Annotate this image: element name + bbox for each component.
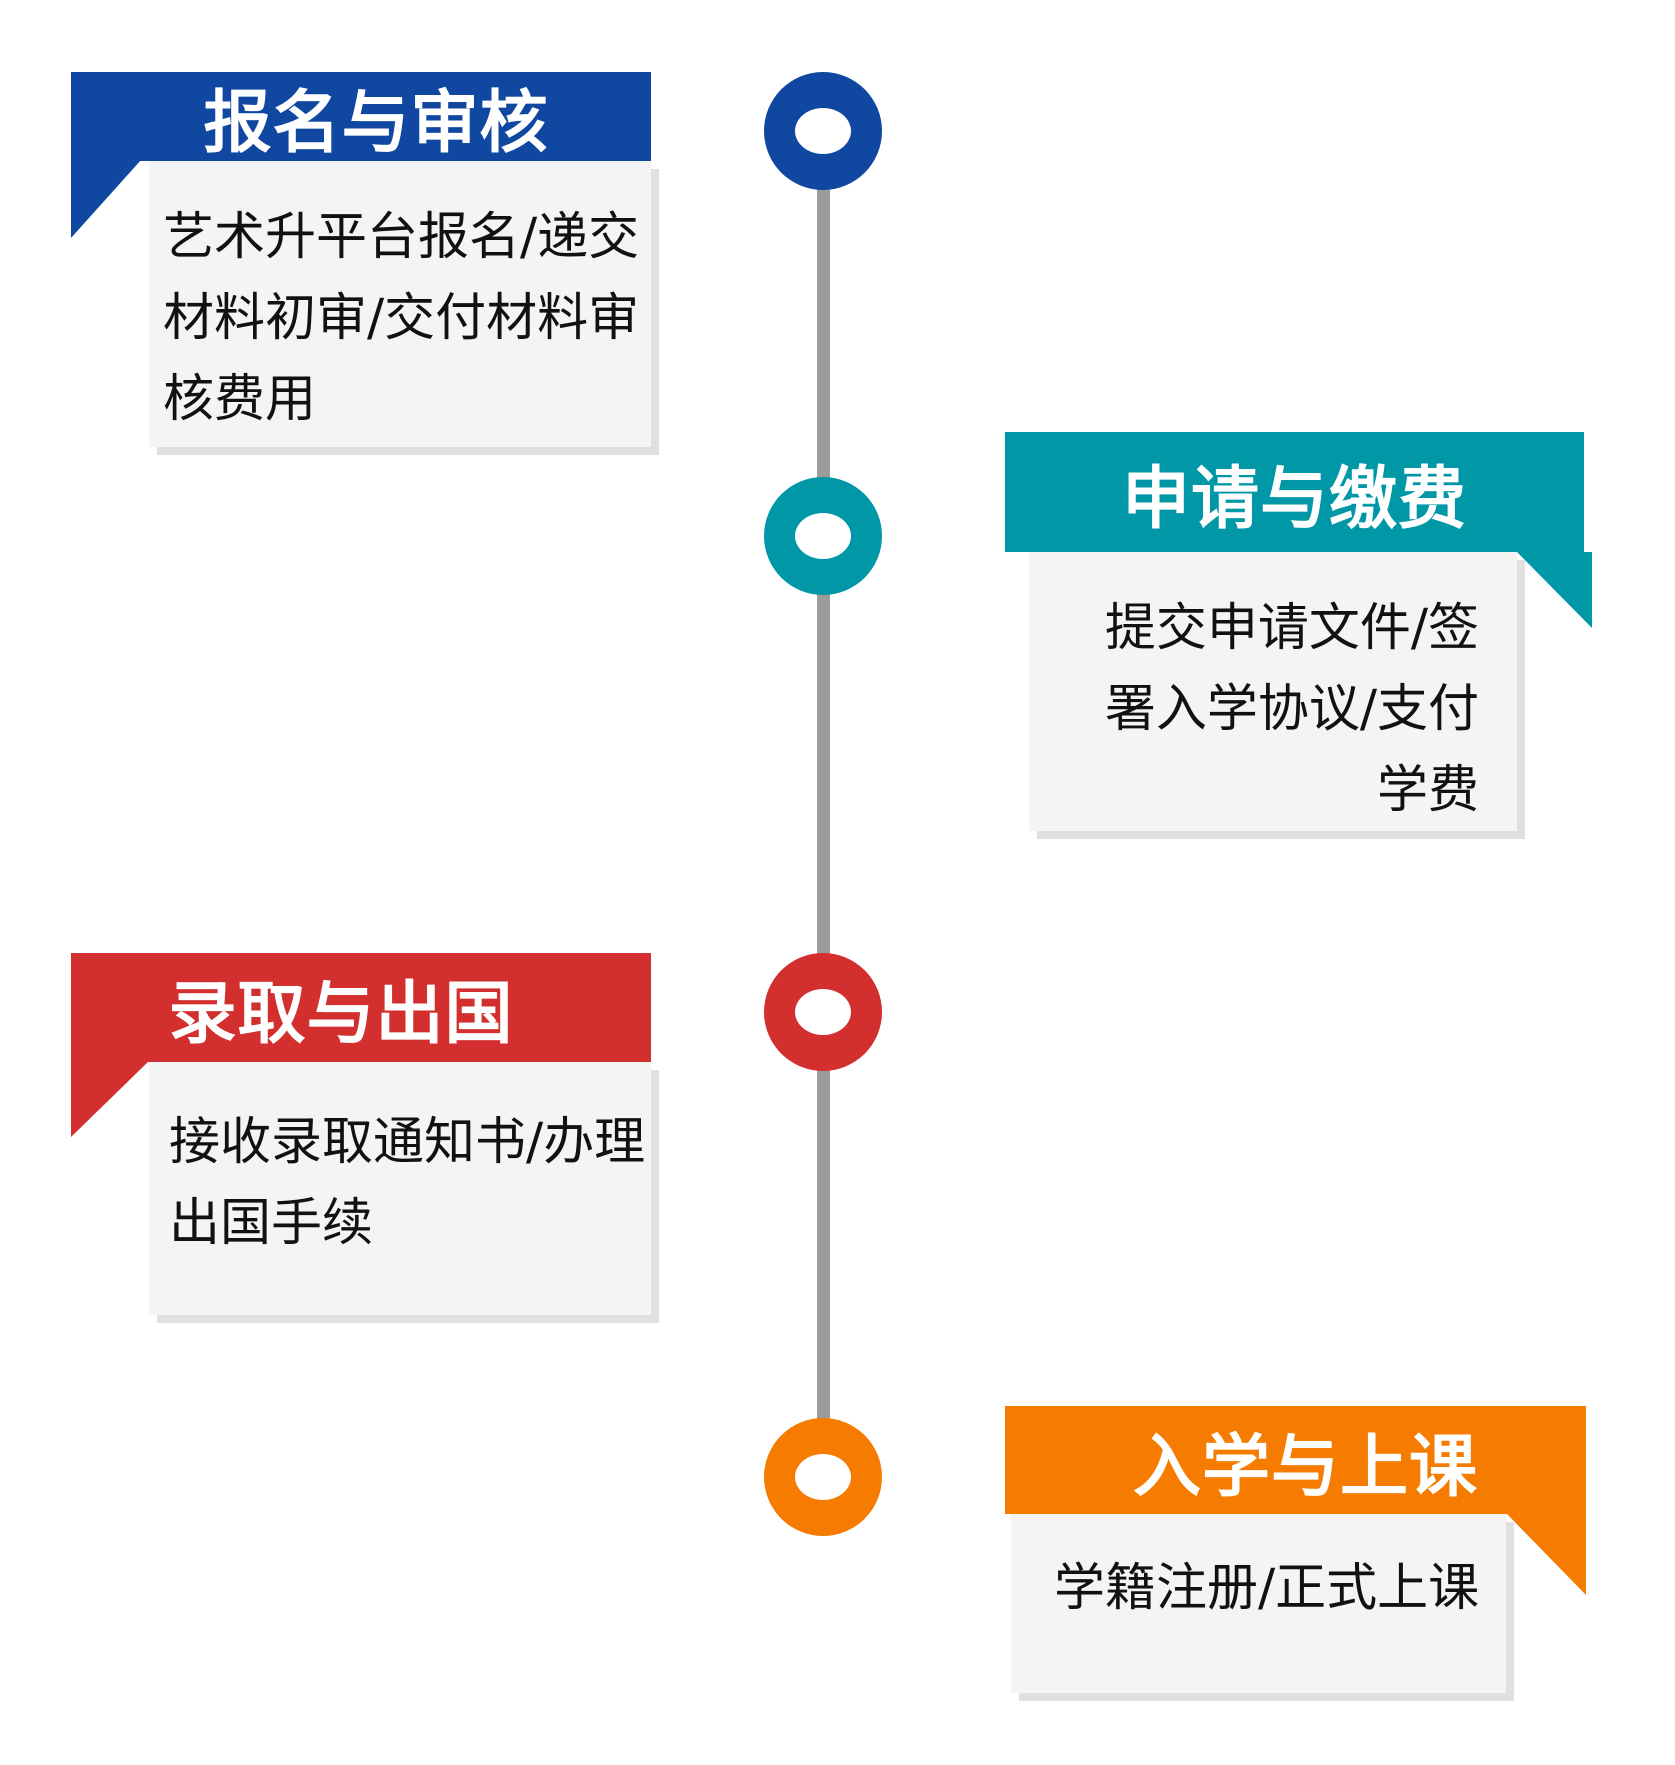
step-4-description: 学籍注册/正式上课 (1054, 1559, 1480, 1618)
timeline-line (817, 140, 830, 1470)
step-2-fold (1517, 552, 1592, 628)
step-2-title: 申请与缴费 (1121, 459, 1467, 539)
step-3-fold (71, 1061, 149, 1137)
step-4-fold (1506, 1513, 1586, 1595)
timeline-node-1 (764, 72, 882, 190)
step-4-title: 入学与上课 (1132, 1427, 1478, 1507)
step-3-header: 录取与出国 (71, 953, 651, 1062)
timeline-node-3 (764, 953, 882, 1071)
step-3-card: 接收录取通知书/办理出国手续 (149, 1062, 651, 1315)
step-3-title: 录取与出国 (168, 975, 514, 1054)
step-1-header: 报名与审核 (71, 72, 651, 163)
step-1-description: 艺术升平台报名/递交材料初审/交付材料审核费用 (163, 208, 640, 429)
step-1-fold (71, 160, 141, 238)
step-2-card: 提交申请文件/签署入学协议/支付学费 (1029, 552, 1517, 831)
timeline-node-2 (764, 477, 882, 595)
step-4-header: 入学与上课 (1005, 1406, 1586, 1514)
step-4-card: 学籍注册/正式上课 (1011, 1514, 1506, 1693)
step-3-description: 接收录取通知书/办理出国手续 (169, 1113, 646, 1253)
timeline-node-4 (764, 1418, 882, 1536)
step-1-title: 报名与审核 (203, 84, 549, 163)
step-2-header: 申请与缴费 (1005, 432, 1584, 552)
step-2-description: 提交申请文件/签署入学协议/支付学费 (1104, 599, 1479, 820)
step-1-card: 艺术升平台报名/递交材料初审/交付材料审核费用 (149, 161, 651, 447)
